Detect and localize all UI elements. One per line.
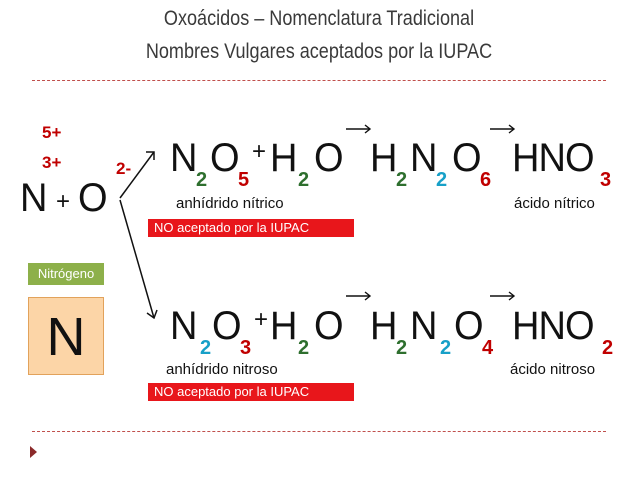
r1-h: H (270, 136, 297, 180)
r1-plus: + (252, 138, 267, 165)
oxidation-state-5: 5+ (42, 123, 62, 142)
triangle-right-icon[interactable] (30, 446, 37, 458)
element-box: N (28, 297, 104, 375)
r1-n-sub: 2 (196, 169, 208, 191)
r1-product-sub: 3 (600, 169, 612, 191)
r1-o2: O (314, 136, 344, 180)
r2-n-sub: 2 (200, 337, 212, 359)
r2-h-sub: 2 (298, 337, 310, 359)
plus-sign: + (56, 188, 71, 215)
r1-o3: O (452, 136, 482, 180)
r2-product-sub: 2 (602, 337, 614, 359)
r1-o-sub: 5 (238, 169, 250, 191)
branch-arrow-up (119, 151, 155, 199)
r2-anhydride-name: anhídrido nitroso (166, 361, 278, 378)
r2-o3-sub: 4 (482, 337, 494, 359)
r1-h2: H (370, 136, 397, 180)
r2-h2: H (370, 304, 397, 348)
r2-acid-name: ácido nitroso (510, 361, 596, 378)
r1-h2-sub: 2 (396, 169, 408, 191)
r1-o: O (210, 136, 240, 180)
r1-acid-name: ácido nítrico (514, 195, 595, 212)
r2-n: N (170, 304, 197, 348)
r2-not-accepted-badge: NO aceptado por la IUPAC (148, 383, 354, 401)
r1-n2: N (410, 136, 437, 180)
r2-o: O (212, 304, 242, 348)
page-subtitle: Nombres Vulgares aceptados por la IUPAC (145, 40, 493, 63)
r2-n2-sub: 2 (440, 337, 452, 359)
r2-product: HNO (512, 304, 595, 348)
r2-h2-sub: 2 (396, 337, 408, 359)
r1-product: HNO (512, 136, 595, 180)
r2-o2: O (314, 304, 344, 348)
r2-o-sub: 3 (240, 337, 252, 359)
r2-o3: O (454, 304, 484, 348)
oxidation-state-3: 3+ (42, 153, 62, 172)
r1-not-accepted-badge: NO aceptado por la IUPAC (148, 219, 354, 237)
element-o: O (78, 176, 108, 220)
element-tag: Nitrógeno (28, 263, 104, 285)
r2-n2: N (410, 304, 437, 348)
r1-anhydride-name: anhídrido nítrico (176, 195, 284, 212)
branch-arrow-down (119, 199, 158, 320)
element-n: N (20, 176, 47, 220)
arrow-right-icon (346, 124, 516, 134)
arrow-right-icon (346, 291, 516, 301)
oxygen-state: 2- (116, 159, 132, 178)
bottom-divider (32, 431, 606, 432)
top-divider (32, 80, 606, 81)
r1-n: N (170, 136, 197, 180)
r1-n2-sub: 2 (436, 169, 448, 191)
r2-plus: + (254, 306, 269, 333)
page-title: Oxoácidos – Nomenclatura Tradicional (163, 7, 475, 30)
r1-h-sub: 2 (298, 169, 310, 191)
r1-o3-sub: 6 (480, 169, 492, 191)
r2-h: H (270, 304, 297, 348)
